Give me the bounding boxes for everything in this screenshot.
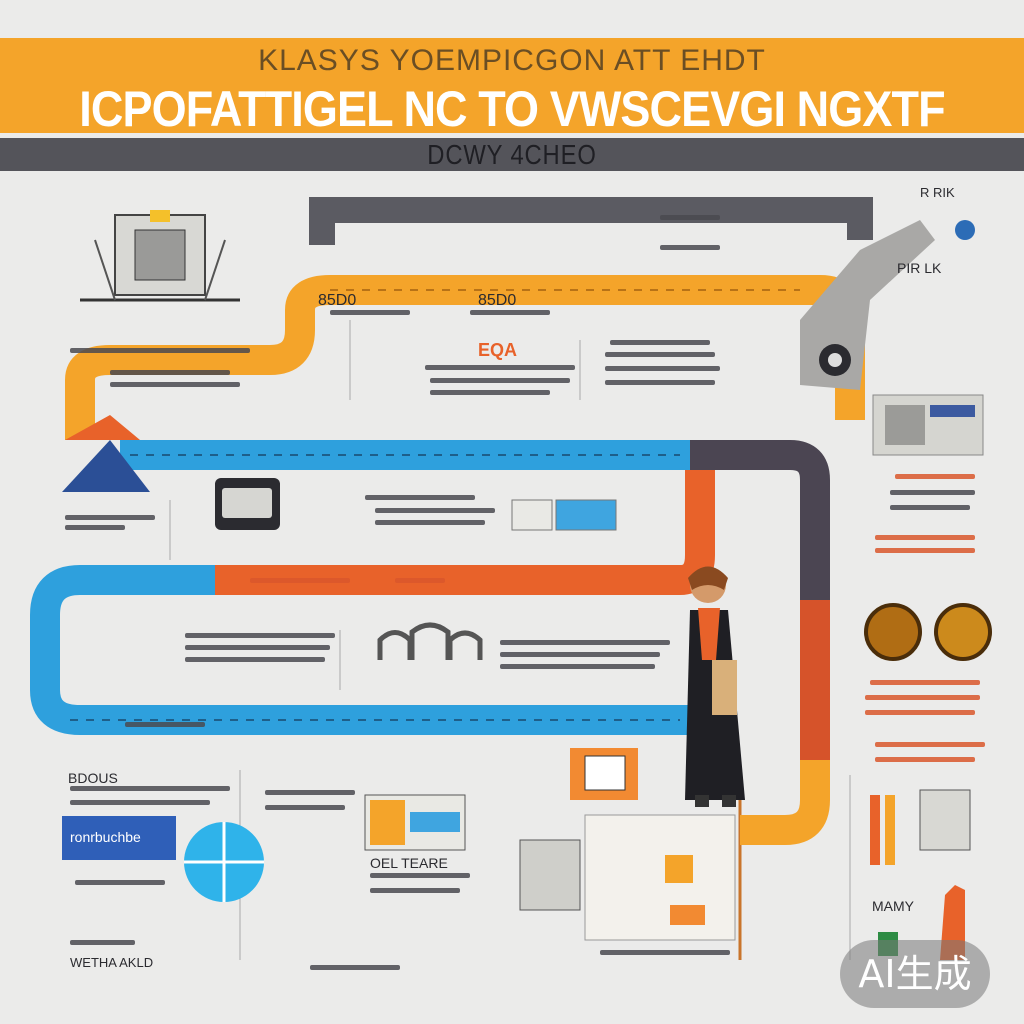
text-line (875, 757, 975, 762)
text-line (375, 508, 495, 513)
coin-icon (864, 603, 922, 661)
title-banner (0, 38, 1024, 133)
text-line (250, 578, 350, 583)
label-bottom-right: MAMY (872, 898, 914, 914)
text-line (70, 786, 230, 791)
globe-icon (955, 220, 975, 240)
text-line (375, 520, 485, 525)
page-subtitle: DCWY 4CHEO (427, 139, 597, 170)
bar-graphic (870, 795, 880, 865)
text-line (125, 722, 205, 727)
label-orange-mid: 85D0 (478, 292, 517, 309)
coin-icon (934, 603, 992, 661)
text-line (500, 640, 670, 645)
label-right-top: R RIK (920, 185, 955, 200)
label-bottom-left: WETHA AKLD (70, 955, 154, 970)
text-line (605, 352, 715, 357)
text-line (370, 888, 460, 893)
pipe-red-orange (215, 470, 715, 595)
text-line (610, 340, 710, 345)
text-line (890, 490, 975, 495)
text-line (310, 965, 400, 970)
text-line (600, 950, 730, 955)
text-line (65, 515, 155, 520)
text-line (865, 695, 980, 700)
text-line (870, 680, 980, 685)
text-line (330, 310, 410, 315)
text-line (660, 215, 720, 220)
text-line (365, 495, 475, 500)
text-line (70, 940, 135, 945)
label-lower-left: BDOUS (68, 770, 118, 786)
ai-generated-watermark: AI生成 (840, 940, 990, 1008)
text-line (395, 578, 445, 583)
label-bottom-mid: OEL TEARE (370, 855, 448, 871)
text-line (110, 370, 230, 375)
text-line (470, 310, 550, 315)
pipe-top-dark (309, 197, 873, 245)
text-line (70, 800, 210, 805)
text-line (110, 382, 240, 387)
text-line (425, 365, 575, 370)
text-line (65, 525, 125, 530)
text-line (865, 710, 975, 715)
arches-graphic (377, 622, 483, 660)
text-line (895, 474, 975, 479)
pipe-dark-right (690, 440, 830, 600)
text-line (500, 664, 655, 669)
text-line (185, 657, 325, 662)
text-line (75, 880, 165, 885)
text-line (660, 245, 720, 250)
lower-left-box: ronrbuchbe (62, 816, 176, 860)
pipe-orange-bottom (740, 760, 830, 845)
text-line (875, 742, 985, 747)
text-line (605, 380, 715, 385)
label-orange-left: 85D0 (318, 292, 357, 309)
text-line (875, 548, 975, 553)
text-line (265, 805, 345, 810)
text-line (370, 873, 470, 878)
text-line (265, 790, 355, 795)
label-center-number: EQA (478, 340, 518, 360)
tent-graphic (62, 440, 150, 492)
subtitle-banner (0, 138, 1024, 171)
page-title: ICPOFATTIGEL NC TO VWSCEVGI NGXTF (79, 81, 945, 137)
text-line (890, 505, 970, 510)
crane-illustration (800, 220, 935, 390)
text-line (70, 348, 250, 353)
text-line (430, 390, 550, 395)
label-right-top2: PIR LK (897, 260, 942, 276)
lower-left-box-label: ronrbuchbe (70, 829, 141, 845)
text-line (185, 645, 330, 650)
machine-illustration (80, 210, 240, 302)
title-top: KLASYS YOEMPICGON ATT EHDT (258, 44, 766, 77)
text-line (500, 652, 660, 657)
text-line (430, 378, 570, 383)
text-line (875, 535, 975, 540)
pipe-blue-loop (30, 565, 690, 735)
person-illustration (685, 566, 745, 807)
text-line (185, 633, 335, 638)
text-line (605, 366, 720, 371)
